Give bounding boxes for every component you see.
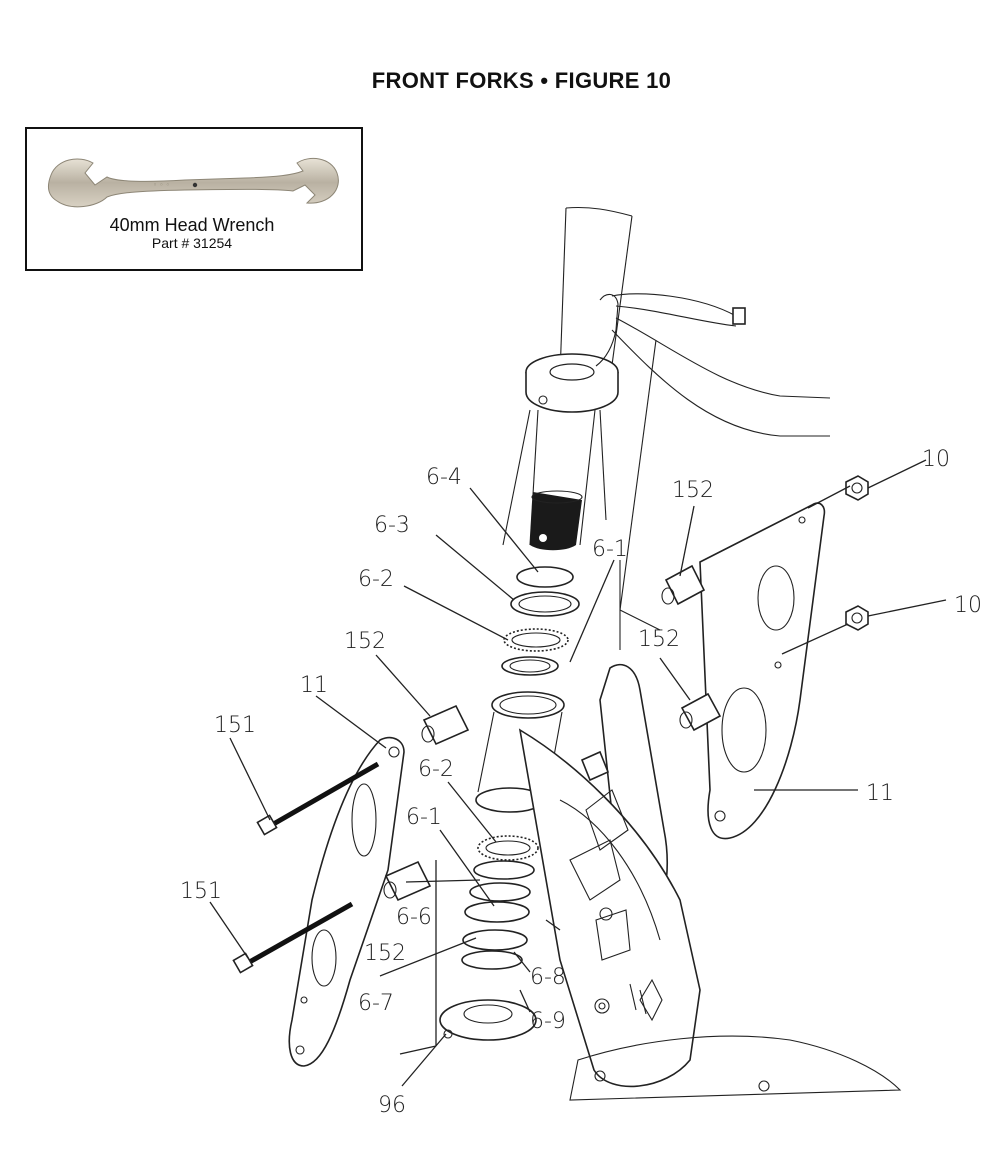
fork-plate-left: [288, 736, 405, 1067]
callout-6-3: 6-3: [374, 513, 410, 538]
callout-151-top: 151: [214, 713, 256, 738]
steering-column: [525, 206, 633, 551]
tool-name: 40mm Head Wrench: [109, 215, 275, 235]
callout-6-4: 6-4: [426, 465, 462, 490]
fork-plate-right: [699, 502, 826, 840]
callout-11-left: 11: [300, 673, 328, 698]
tool-part-number: Part # 31254: [151, 235, 233, 251]
callout-6-7: 6-7: [358, 991, 394, 1016]
callout-6-2-top: 6-2: [358, 567, 394, 592]
callout-10-mid: 10: [954, 593, 982, 618]
callout-labels: 6-4 6-3 6-2 6-1 152 152 152 11 151 10 10…: [180, 447, 982, 1118]
callout-152-left: 152: [344, 629, 386, 654]
extra-bits: [580, 750, 647, 1015]
callout-152-right: 152: [638, 627, 680, 652]
callout-6-1-top: 6-1: [592, 537, 628, 562]
leader-lines: [209, 459, 947, 1087]
callout-11-right: 11: [866, 781, 894, 806]
head-tube: [475, 711, 563, 813]
fork-assembly: [518, 663, 902, 1101]
callout-6-2-low: 6-2: [418, 757, 454, 782]
headset-top-parts: [491, 566, 580, 719]
callout-6-1-low: 6-1: [406, 805, 442, 830]
callout-6-6: 6-6: [396, 905, 432, 930]
headset-lower-parts: [439, 835, 539, 1041]
brake-cables: [595, 293, 831, 437]
spacers: [383, 564, 722, 902]
tool-callout-box: ◦ ◦ ◦ 40mm Head Wrench Part # 31254: [25, 127, 363, 271]
callout-10-top: 10: [922, 447, 950, 472]
bolts: [232, 761, 380, 974]
callout-152-bottom: 152: [364, 941, 406, 966]
callout-151-bottom: 151: [180, 879, 222, 904]
callout-6-8: 6-8: [530, 965, 566, 990]
callout-96: 96: [378, 1093, 406, 1118]
svg-text:◦ ◦ ◦: ◦ ◦ ◦: [153, 181, 170, 189]
callout-152-top: 152: [672, 478, 714, 503]
wrench-icon: ◦ ◦ ◦: [48, 157, 339, 208]
frame-outline: [502, 339, 661, 650]
nuts: [845, 475, 869, 631]
page-title: FRONT FORKS • FIGURE 10: [371, 68, 672, 93]
callout-6-9: 6-9: [530, 1009, 566, 1034]
